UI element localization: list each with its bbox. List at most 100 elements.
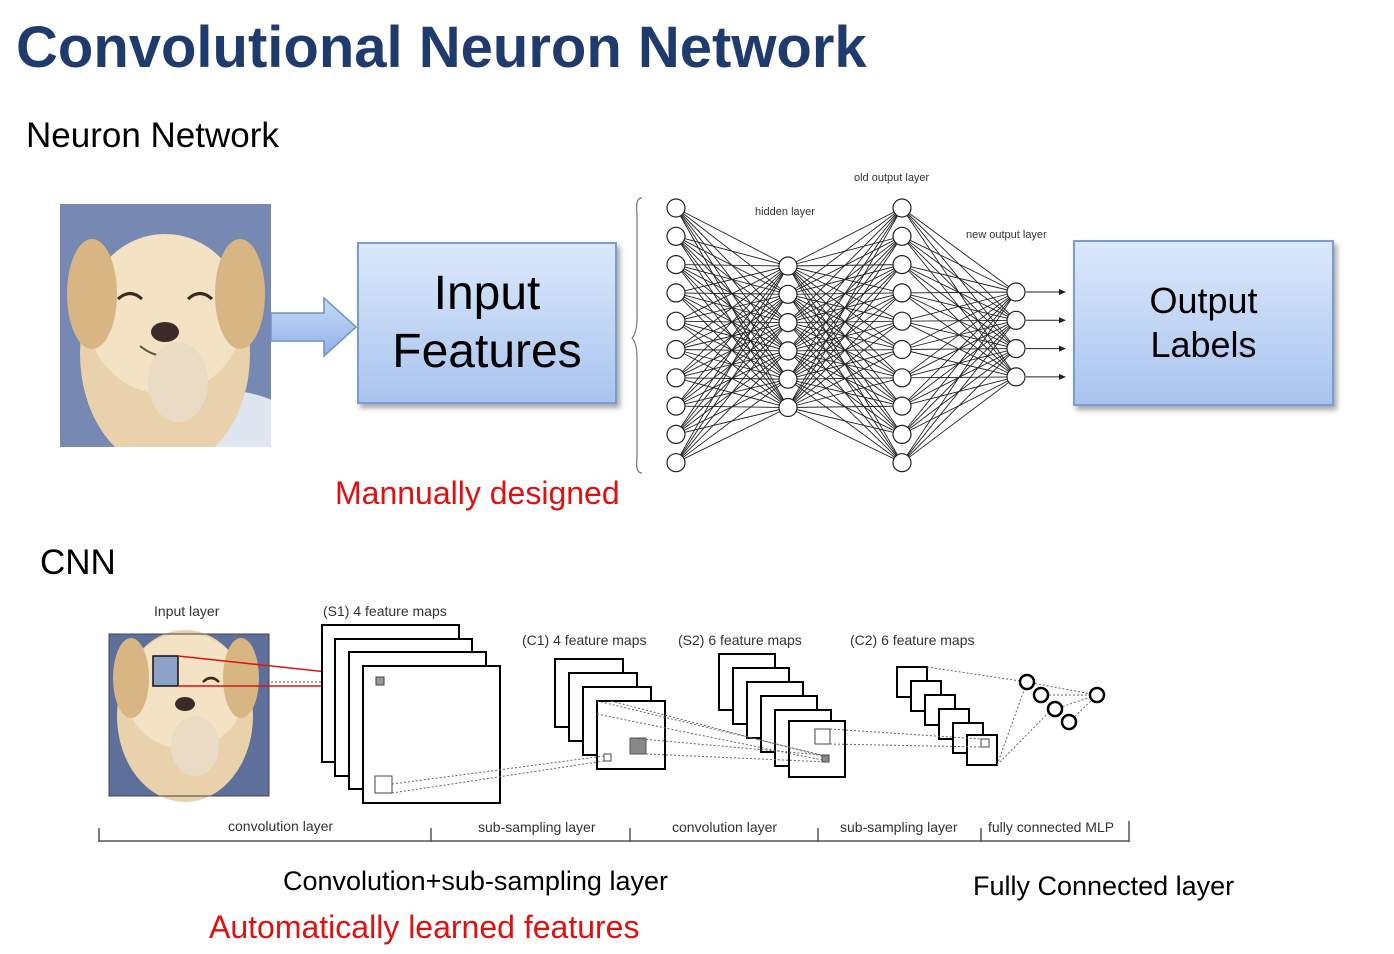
nn-node-layer-1 — [778, 256, 798, 276]
nn-node-layer-2 — [892, 311, 912, 331]
nn-node-layer-0 — [666, 424, 686, 444]
nn-node-layer-3 — [1006, 310, 1026, 330]
input-layer-label: Input layer — [154, 603, 220, 619]
nn-node-layer-2 — [892, 424, 912, 444]
nn-node-layer-1 — [778, 341, 798, 361]
nn-edge — [675, 265, 789, 294]
puppy-photo — [60, 204, 271, 447]
cnn-diagram: Input layer (S1) 4 feature maps (C1) 4 f… — [98, 603, 1130, 842]
c2-feature-maps — [896, 666, 998, 766]
nn-edge — [901, 320, 1017, 463]
nn-edge — [901, 376, 1017, 464]
stage-label-3: sub-sampling layer — [840, 819, 958, 835]
mlp-nodes — [926, 666, 1106, 766]
stage-label-2: convolution layer — [672, 819, 777, 835]
c1-label: (C1) 4 feature maps — [522, 632, 647, 648]
neural-network-diagram: hidden layer old output layer new output… — [631, 172, 1066, 474]
nn-node-layer-0 — [666, 339, 686, 360]
nn-edge — [675, 265, 789, 463]
output-box-line2: Labels — [1150, 324, 1257, 365]
nn-edge — [901, 291, 1017, 379]
nn-edge — [675, 265, 789, 435]
input-box-line1: Input — [433, 267, 541, 320]
auto-note: Automatically learned features — [209, 909, 640, 945]
manual-note: Mannually designed — [335, 475, 620, 511]
cnn-input-image — [108, 630, 270, 802]
nn-edge — [675, 407, 789, 464]
nn-edge — [675, 378, 789, 464]
nn-node-layer-3 — [1006, 282, 1026, 302]
nn-edge — [901, 291, 1017, 322]
input-box-line2: Features — [392, 325, 582, 378]
nn-edge — [787, 377, 903, 408]
nn-edge — [675, 265, 789, 379]
nn-node-layer-0 — [666, 198, 686, 218]
nn-edge — [901, 291, 1017, 294]
nn-edge — [901, 291, 1017, 463]
section-heading-neuron-network: Neuron Network — [26, 116, 279, 155]
nn-edge — [787, 405, 903, 408]
nn-edge — [675, 264, 789, 267]
nn-edge — [675, 294, 789, 463]
nn-node-layer-3 — [1006, 367, 1026, 387]
nn-edge — [787, 207, 903, 380]
nn-node-layer-2 — [892, 453, 912, 473]
nn-edge — [675, 350, 789, 464]
c2-label: (C2) 6 feature maps — [850, 632, 975, 648]
nn-node-layer-0 — [666, 254, 686, 275]
output-labels-box: Output Labels — [1073, 240, 1334, 406]
nn-node-layer-0 — [666, 283, 686, 303]
nn-edge — [901, 291, 1017, 407]
nn-edge — [787, 407, 903, 464]
nn-output-arrowhead — [1059, 289, 1066, 295]
nn-edge — [675, 265, 789, 407]
nn-node-layer-2 — [892, 254, 912, 275]
nn-node-layer-0 — [666, 396, 686, 416]
nn-edge — [787, 207, 903, 408]
nn-node-layer-2 — [892, 283, 912, 303]
nn-edge — [901, 348, 1017, 464]
nn-output-arrowhead — [1059, 373, 1066, 380]
s2-label: (S2) 6 feature maps — [678, 632, 802, 648]
page-title: Convolutional Neuron Network — [16, 15, 867, 80]
input-features-box: Input Features — [357, 242, 617, 404]
nn-node-layer-0 — [666, 226, 686, 246]
nn-edge — [675, 235, 789, 267]
nn-output-arrowhead — [1059, 345, 1066, 352]
nn-node-layer-2 — [892, 198, 912, 218]
output-box-line1: Output — [1149, 280, 1258, 321]
stage-label-4: fully connected MLP — [988, 819, 1114, 835]
nn-edge — [787, 207, 903, 267]
input-brace — [631, 197, 643, 474]
nn-edge — [675, 207, 789, 267]
s1-label: (S1) 4 feature maps — [323, 603, 447, 619]
nn-edge — [787, 236, 903, 408]
c1-feature-maps — [554, 658, 666, 770]
nn-edge — [901, 235, 1017, 293]
section-heading-cnn: CNN — [40, 543, 116, 582]
nn-node-layer-1 — [778, 313, 798, 333]
new-output-layer-label: new output layer — [966, 229, 1047, 241]
nn-node-layer-0 — [666, 311, 686, 331]
nn-node-layer-1 — [778, 397, 798, 418]
s2-feature-maps — [718, 653, 846, 778]
nn-node-layer-2 — [892, 226, 912, 246]
nn-edge — [787, 292, 903, 408]
nn-edge — [787, 207, 903, 323]
nn-node-layer-0 — [666, 453, 686, 473]
hidden-layer-label: hidden layer — [755, 206, 815, 218]
stage-scale — [98, 821, 1130, 842]
nn-edge — [675, 265, 789, 350]
s1-feature-maps — [321, 624, 501, 804]
nn-edge — [787, 207, 903, 352]
nn-node-layer-1 — [778, 369, 798, 389]
stage-label-1: sub-sampling layer — [478, 819, 596, 835]
nn-edge — [675, 265, 789, 322]
nn-edge — [787, 264, 903, 408]
arrow-right-icon — [270, 296, 358, 358]
old-output-layer-label: old output layer — [854, 172, 930, 184]
stage-label-0: convolution layer — [228, 818, 333, 834]
caption-conv: Convolution+sub-sampling layer — [283, 866, 668, 896]
nn-edge — [901, 207, 1017, 293]
caption-fc: Fully Connected layer — [973, 871, 1235, 901]
